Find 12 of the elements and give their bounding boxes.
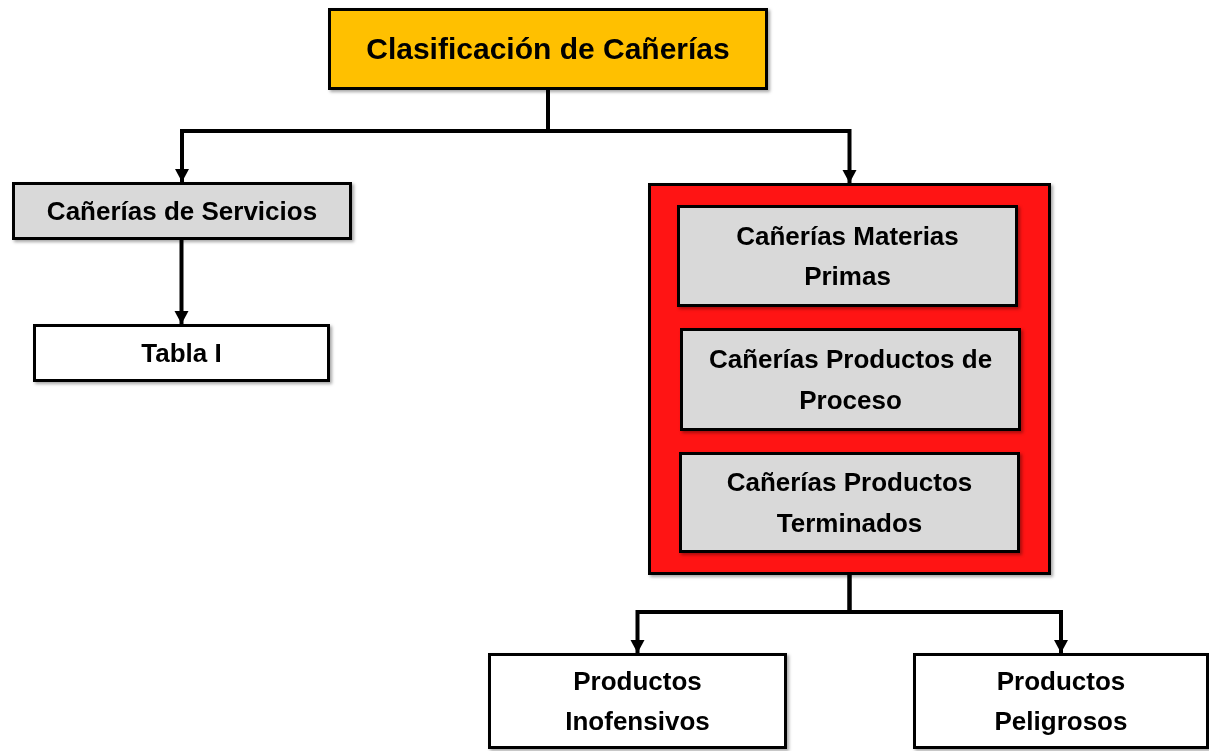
product-box: Productos Inofensivos <box>488 653 787 749</box>
category-box: Cañerías de Servicios <box>12 182 352 240</box>
product-box: Productos Peligrosos <box>913 653 1209 749</box>
connector-arrow <box>546 90 857 183</box>
connector-arrow <box>847 575 1068 653</box>
connector-arrow <box>174 240 189 324</box>
category-box: Cañerías Materias Primas <box>677 205 1018 307</box>
category-box: Cañerías Productos Terminados <box>679 452 1020 553</box>
group-container <box>648 183 1051 575</box>
table-reference-box: Tabla I <box>33 324 330 382</box>
title-box: Clasificación de Cañerías <box>328 8 768 90</box>
category-box: Cañerías Productos de Proceso <box>680 328 1021 431</box>
